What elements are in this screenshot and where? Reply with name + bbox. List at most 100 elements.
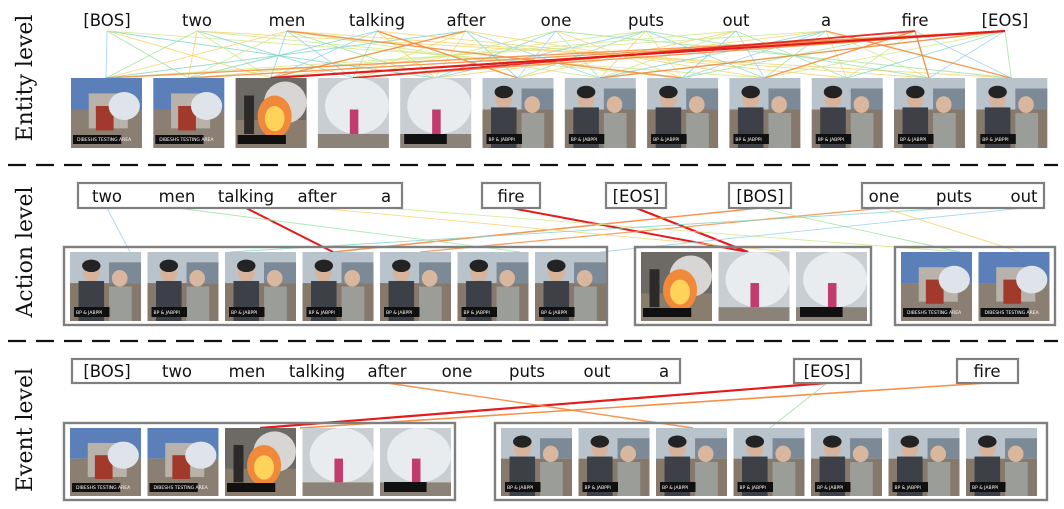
action-word: after [297, 187, 336, 206]
alignment-link [105, 30, 288, 79]
event-word: [EOS] [804, 362, 851, 381]
event-links [259, 381, 988, 430]
men-frame: BP & JABPPI [457, 252, 529, 321]
alignment-link [928, 30, 1006, 79]
alignment-link [517, 30, 647, 79]
event-word: men [229, 362, 266, 381]
entity-word: after [446, 11, 485, 30]
alignment-link [352, 30, 378, 79]
men-frame: BP & JABPPI [811, 428, 882, 496]
entity-word: fire [902, 11, 929, 30]
alignment-link [599, 30, 827, 79]
event-word: one [442, 362, 473, 381]
alignment-link [105, 30, 108, 79]
men-frame: BP & JABPPI [380, 252, 451, 321]
frame-caption: BP & JABPPI [76, 310, 102, 316]
alignment-link [352, 30, 467, 79]
alignment-link [681, 30, 827, 79]
men-frame: BP & JABPPI [70, 252, 141, 321]
alignment-link [270, 30, 467, 79]
alignment-link [286, 30, 683, 79]
event-clip-box [493, 421, 1049, 502]
alignment-link [106, 207, 131, 253]
action-clip-box [893, 245, 1057, 327]
lab-frame: DIBESHS TESTING AREA [70, 428, 141, 496]
action-word-box [727, 181, 793, 210]
alignment-link [270, 30, 288, 79]
smoke-frame [302, 428, 374, 496]
event-word: puts [509, 362, 545, 381]
alignment-link [635, 206, 749, 254]
men-frame: BP & JABPPI [302, 252, 374, 321]
lab-frame: DIBESHS TESTING AREA [71, 78, 142, 148]
action-level-label: Action level [13, 186, 38, 318]
entity-links [105, 29, 1012, 80]
men-frame: BP & JABPPI [888, 428, 960, 496]
alignment-link [825, 30, 1012, 79]
frame-caption: BP & JABPPI [900, 137, 926, 143]
alignment-link [759, 207, 961, 253]
men-frame: BP & JABPPI [656, 428, 727, 496]
alignment-link [316, 207, 791, 253]
action-word: two [92, 187, 122, 206]
alignment-link [599, 30, 1006, 79]
alignment-link [914, 30, 1012, 79]
action-word: fire [498, 187, 525, 206]
men-frame: BP & JABPPI [482, 78, 554, 148]
frame-caption: BP & JABPPI [585, 485, 611, 491]
alignment-link [196, 30, 683, 79]
frame-caption: BP & JABPPI [231, 310, 257, 316]
alignment-link [352, 30, 916, 79]
alignment-link [555, 30, 683, 79]
smoke-caption-frame [380, 428, 451, 496]
action-word: a [381, 187, 391, 206]
alignment-link [105, 30, 827, 79]
frame-caption: BP & JABPPI [662, 485, 688, 491]
alignment-link [385, 207, 961, 253]
men-frame: BP & JABPPI [733, 428, 805, 496]
frame-caption: BP & JABPPI [309, 310, 335, 316]
action-word: puts [936, 187, 972, 206]
lab-frame: DIBESHS TESTING AREA [901, 252, 972, 321]
action-word: [BOS] [736, 187, 783, 206]
frame-caption: BP & JABPPI [507, 485, 533, 491]
frame-caption: BP & JABPPI [489, 137, 515, 143]
alignment-link [555, 30, 601, 79]
men-frame: BP & JABPPI [535, 252, 606, 321]
action-links [106, 206, 1025, 254]
frame-caption: BP & JABPPI [541, 310, 567, 316]
action-word: talking [218, 187, 274, 206]
entity-words: [BOS] two men talking after one puts out… [83, 11, 1028, 30]
action-word-box [860, 181, 1046, 210]
fire-frame [641, 252, 712, 321]
alignment-link [599, 30, 737, 79]
action-word-box [604, 181, 668, 210]
alignment-link [735, 30, 847, 79]
entity-level-label: Entity level [13, 15, 38, 142]
alignment-link [846, 30, 1006, 79]
alignment-link [681, 30, 737, 79]
alignment-link [645, 30, 683, 79]
alignment-link [764, 30, 827, 79]
alignment-link [1004, 30, 1012, 79]
event-word-box [70, 357, 682, 385]
alignment-link [106, 30, 189, 79]
alignment-link [883, 207, 1021, 253]
alignment-link [419, 207, 885, 253]
action-word: one [869, 187, 900, 206]
entity-word: puts [628, 11, 664, 30]
frame-caption: DIBESHS TESTING AREA [159, 137, 214, 143]
alignment-link [286, 30, 600, 79]
alignment-link [376, 30, 436, 79]
entity-level: Entity level [BOS] two men talking after… [13, 11, 1048, 148]
entity-word: [EOS] [982, 11, 1029, 30]
alignment-link [229, 207, 955, 253]
event-word-box [955, 357, 1020, 385]
alignment-link [645, 30, 765, 79]
alignment-link [332, 207, 761, 253]
smoke-frame [718, 252, 790, 321]
action-clip-box [633, 245, 873, 327]
